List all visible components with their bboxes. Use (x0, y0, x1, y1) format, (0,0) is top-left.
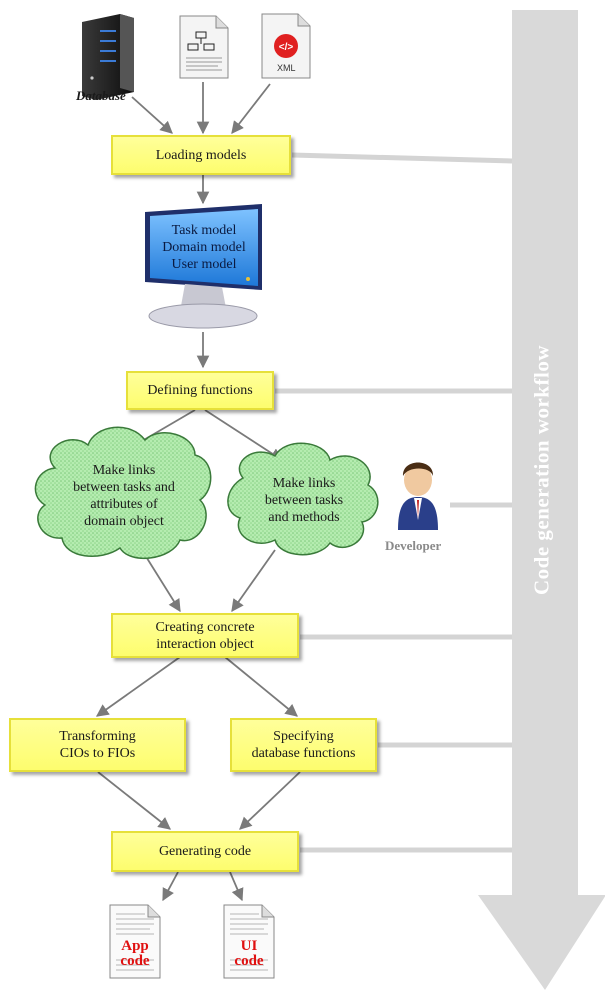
monitor-line-task: Task model (171, 223, 237, 238)
workflow-connectors (275, 152, 513, 853)
workflow-arrow (478, 10, 605, 990)
xml-document-icon: </> (261, 13, 311, 79)
step-generating-code: Generating code (111, 831, 299, 872)
app-code-document-icon (109, 904, 161, 979)
database-server-icon (82, 14, 134, 100)
app-code-label: App code (120, 938, 150, 969)
cloud-left-shape (34, 426, 212, 560)
monitor-line-domain: Domain model (162, 240, 246, 255)
step-defining-functions: Defining functions (126, 371, 274, 410)
monitor-text: Task model Domain model User model (152, 222, 256, 273)
workflow-label: Code generation workflow (529, 345, 554, 595)
cloud-right-shape (227, 442, 379, 556)
ui-code-document-icon (223, 904, 275, 979)
monitor-line-user: User model (171, 257, 237, 272)
developer-label: Developer (385, 538, 442, 553)
step-creating-cio: Creating concrete interaction object (111, 613, 299, 658)
ui-code-label: UI code (234, 938, 264, 969)
cloud-left-text: Make links between tasks and attributes … (73, 463, 175, 529)
database-label: Database (76, 88, 126, 103)
step-transforming: Transforming CIOs to FIOs (9, 718, 186, 772)
step-loading-models: Loading models (111, 135, 291, 175)
svg-text:</>: </> (279, 42, 294, 53)
diagram-document-icon (179, 15, 229, 79)
monitor-icon (145, 204, 262, 329)
step-specifying-db: Specifying database functions (230, 718, 377, 772)
developer-icon (398, 462, 438, 530)
xml-label: XML (277, 63, 296, 73)
cloud-right-text: Make links between tasks and methods (264, 475, 344, 525)
